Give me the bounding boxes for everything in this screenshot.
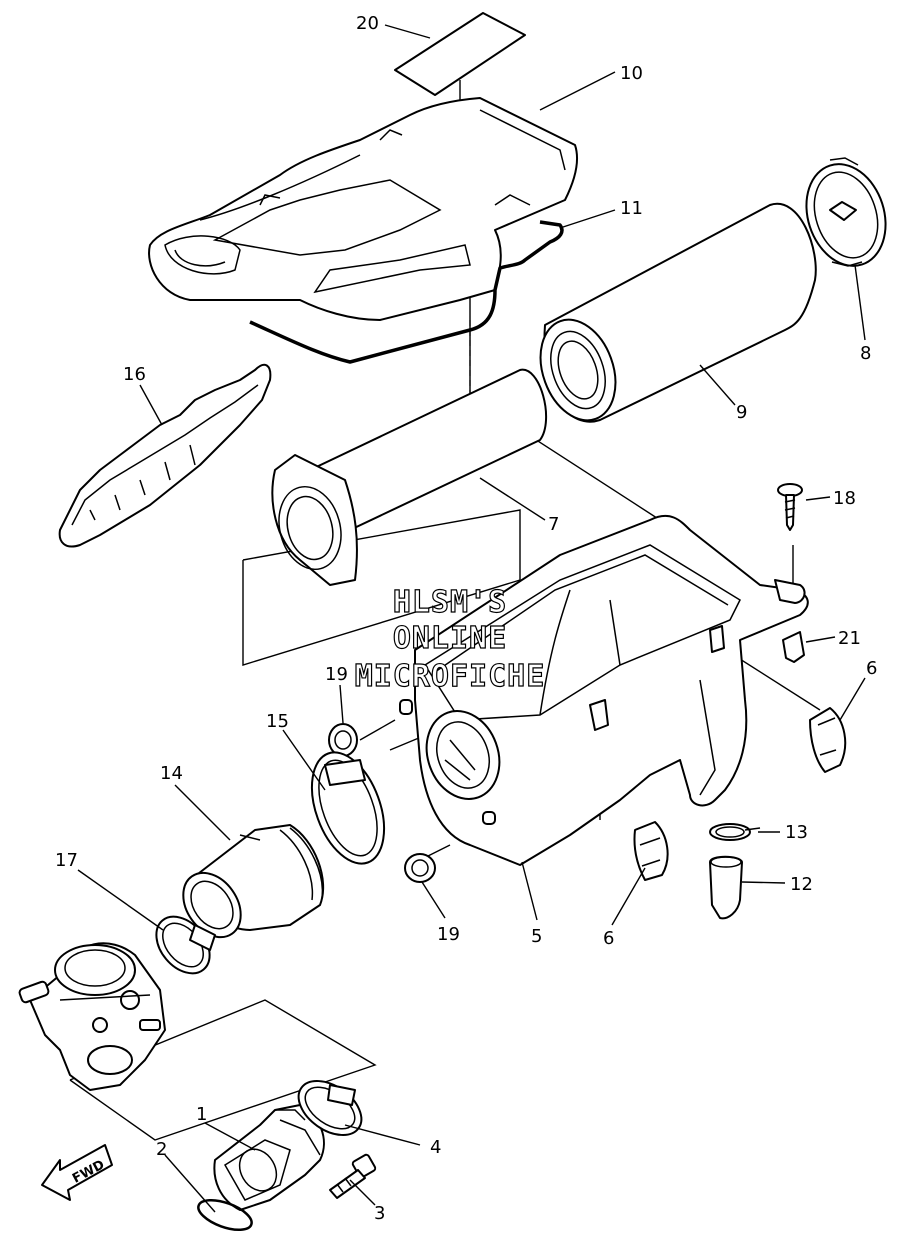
part-19-damper-upper <box>328 723 358 757</box>
part-6-clip-lower <box>633 821 669 881</box>
callout-16: 16 <box>123 364 146 385</box>
part-6-clip-right <box>809 707 847 773</box>
forward-arrow-icon: FWD <box>41 1144 113 1201</box>
callout-3: 3 <box>374 1203 385 1224</box>
callout-19-upper: 19 <box>325 664 348 685</box>
callout-7: 7 <box>548 514 559 535</box>
callout-19-lower: 19 <box>437 924 460 945</box>
part-3-bolt <box>329 1153 377 1199</box>
callout-10: 10 <box>620 63 643 84</box>
callout-2: 2 <box>156 1139 167 1160</box>
watermark-line-3: MICROFICHE <box>355 659 546 694</box>
part-14-air-cleaner-joint <box>182 824 325 939</box>
watermark-line-2: ONLINE <box>393 621 507 656</box>
part-12-drain-plug <box>709 855 743 920</box>
callout-4: 4 <box>430 1137 441 1158</box>
part-10-air-cleaner-cover <box>148 97 578 321</box>
part-8-filter-end-cap <box>805 157 887 267</box>
callout-6-right: 6 <box>866 658 877 679</box>
callout-13: 13 <box>785 822 808 843</box>
callout-leaders <box>77 24 866 1213</box>
watermark: HLSM'S ONLINE MICROFICHE <box>354 584 546 694</box>
part-15-hose-clamp <box>310 751 386 865</box>
part-4-manifold-clamp <box>297 1080 363 1136</box>
callout-8: 8 <box>860 343 871 364</box>
callout-18: 18 <box>833 488 856 509</box>
part-19-damper-lower <box>404 853 436 883</box>
part-7-filter-guide <box>271 368 548 586</box>
callout-21: 21 <box>838 628 861 649</box>
callout-1: 1 <box>196 1104 207 1125</box>
callout-12: 12 <box>790 874 813 895</box>
watermark-line-1: HLSM'S <box>393 585 507 620</box>
callout-labels: 20 10 11 8 16 9 7 18 21 6 19 15 14 13 12… <box>55 13 877 1224</box>
callout-6-lower: 6 <box>603 928 614 949</box>
part-9-filter-element <box>539 202 817 423</box>
part-21-grommet <box>782 631 805 663</box>
part-5-air-filter-case <box>399 514 809 866</box>
part-16-heat-protector <box>58 363 272 548</box>
callout-5: 5 <box>531 926 542 947</box>
part-1-intake-manifold <box>213 1104 325 1211</box>
callout-9: 9 <box>736 402 747 423</box>
part-18-screw <box>777 483 803 531</box>
callout-11: 11 <box>620 198 643 219</box>
callout-14: 14 <box>160 763 183 784</box>
callout-17: 17 <box>55 850 78 871</box>
callout-15: 15 <box>266 711 289 732</box>
callout-20: 20 <box>356 13 379 34</box>
part-11-cover-gasket <box>249 220 564 364</box>
part-2-o-ring <box>197 1198 253 1232</box>
part-13-drain-clamp <box>709 823 761 841</box>
carburetor <box>18 942 166 1091</box>
part-17-joint-clamp <box>155 915 216 975</box>
